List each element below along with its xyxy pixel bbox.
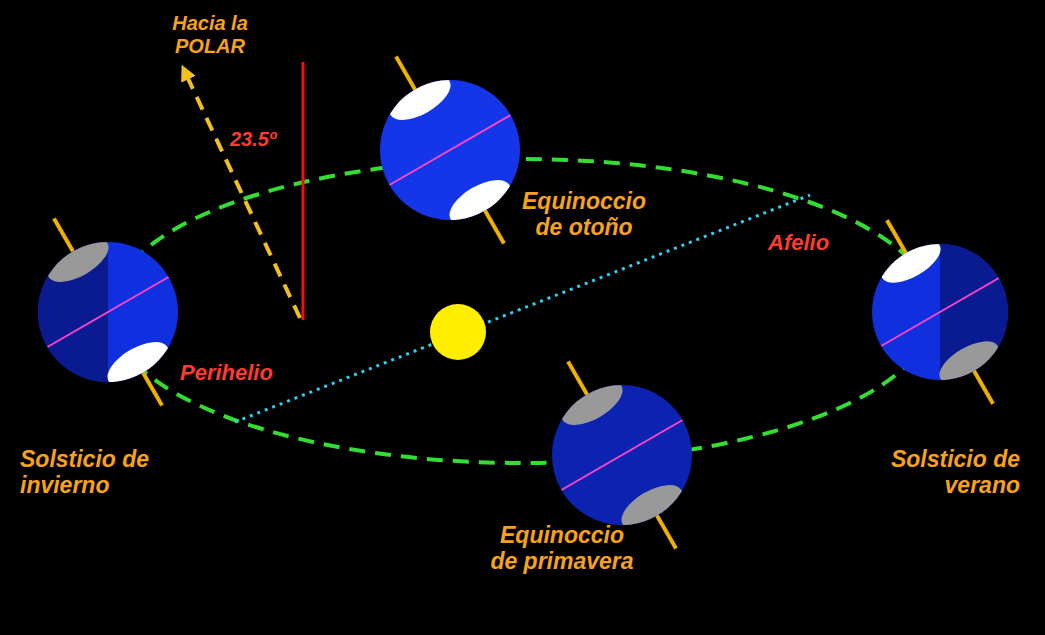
apsis-label: Perihelio xyxy=(180,360,300,385)
position-label: Equinoccio de primavera xyxy=(486,522,638,575)
direction-label: Hacia la POLAR xyxy=(155,12,265,58)
position-label: Equinoccio de otoño xyxy=(508,188,660,241)
orbit-path xyxy=(110,159,934,463)
vertical-reference xyxy=(302,62,305,320)
earth-autumn xyxy=(351,49,548,251)
angle-label: 23.5º xyxy=(230,128,310,151)
polar-direction-arrow xyxy=(185,72,300,318)
position-label: Solsticio de invierno xyxy=(20,446,172,499)
position-label: Solsticio de verano xyxy=(868,446,1020,499)
sun xyxy=(430,304,486,360)
apsis-label: Afelio xyxy=(768,230,858,255)
earth-winter xyxy=(9,211,206,413)
apsides-line xyxy=(235,195,810,422)
earth-summer xyxy=(845,215,1036,409)
